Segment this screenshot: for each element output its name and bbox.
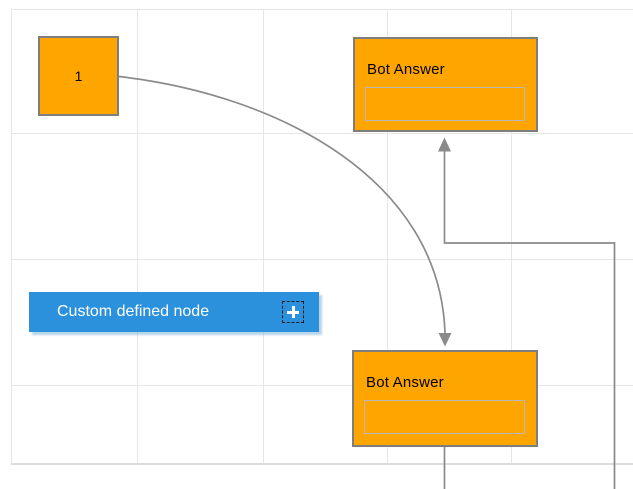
node-bot-answer-bottom[interactable]: Bot Answer: [352, 350, 538, 447]
connector-curve-start-to-bot-bottom[interactable]: [118, 75, 446, 334]
add-port-selection-box[interactable]: [282, 301, 304, 323]
arrowhead-up-icon: [438, 137, 451, 152]
node-input-field[interactable]: [365, 87, 525, 121]
node-bot-answer-top[interactable]: Bot Answer: [353, 37, 538, 132]
node-start-label: 1: [74, 68, 83, 84]
node-start[interactable]: 1: [38, 36, 119, 116]
connectors: [118, 75, 616, 489]
grid: [11, 9, 633, 465]
plus-icon: [283, 302, 303, 322]
connector-elbow-to-bot-top[interactable]: [443, 151, 616, 489]
node-custom-label: Custom defined node: [57, 303, 210, 320]
node-custom-defined[interactable]: Custom defined node: [29, 292, 319, 332]
node-input-field[interactable]: [364, 400, 525, 434]
arrowhead-down-icon: [438, 333, 452, 347]
node-title: Bot Answer: [367, 61, 445, 78]
node-title: Bot Answer: [366, 374, 444, 391]
